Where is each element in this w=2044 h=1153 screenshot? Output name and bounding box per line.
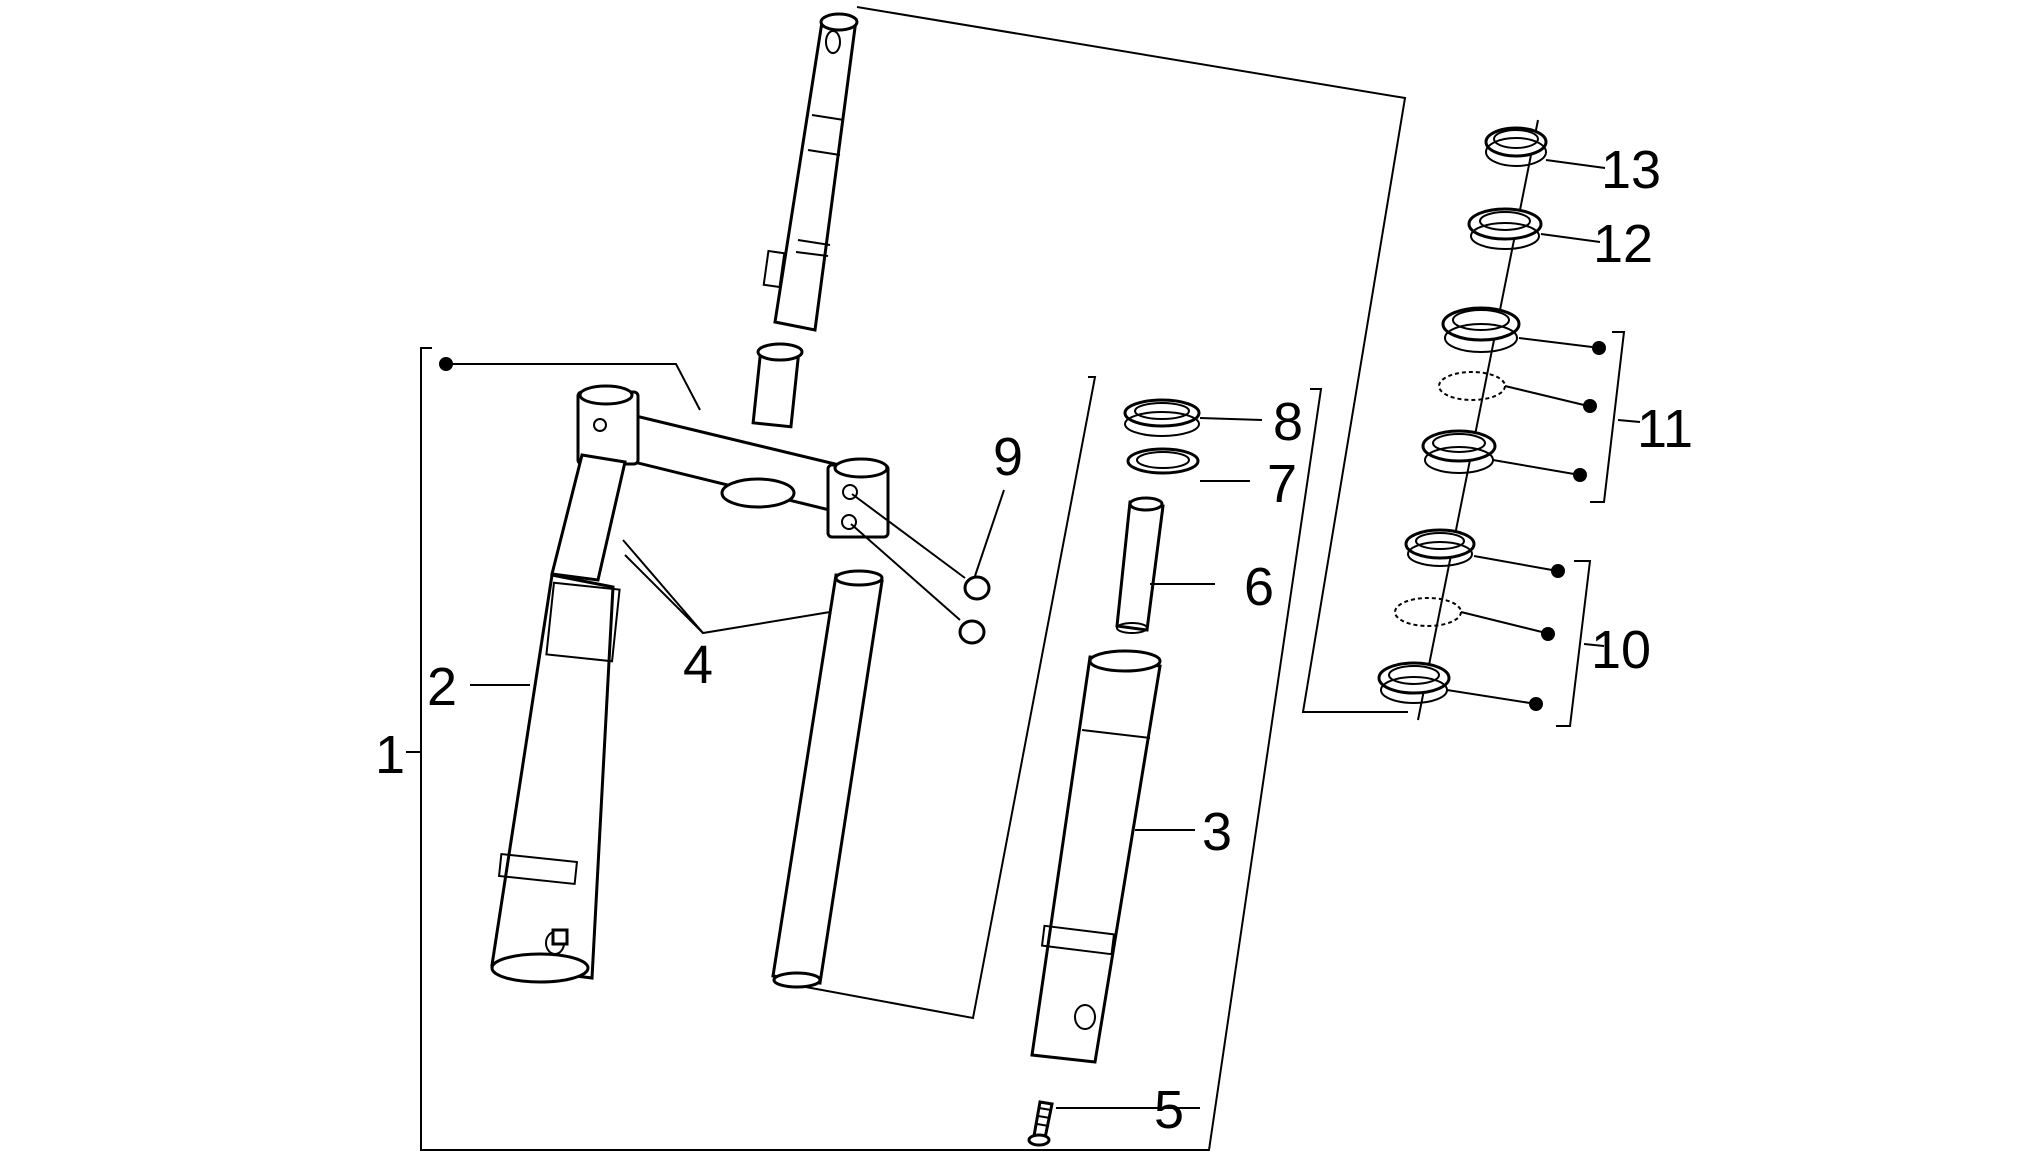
fork-crown [576,342,890,539]
bracket-fork-tube [856,6,1408,713]
bracket-assembly-1 [406,347,1323,1151]
lower-cup [1404,528,1476,567]
bottom-screw [1027,1100,1054,1147]
callout-8: 8 [1273,392,1303,452]
bracket-group-11 [1590,331,1641,503]
spacer-tube [1115,496,1165,634]
callout-12: 12 [1593,214,1653,274]
steering-tube [762,12,859,332]
bracket-group-10 [1556,560,1605,727]
callout-10: 10 [1591,620,1651,680]
clamp-bolt-pair [850,493,991,645]
left-fork-leg [490,453,627,984]
callout-4: 4 [683,635,713,695]
callout-11: 11 [1637,399,1693,459]
bracket-stanchion [794,376,1097,1020]
callout-3: 3 [1202,802,1232,862]
lock-nut [1484,126,1548,167]
inner-fork-tube [771,569,884,989]
right-fork-leg [1030,649,1162,1064]
callout-2: 2 [427,657,457,717]
lower-bearing-cone [1377,661,1451,704]
callout-6: 6 [1244,557,1274,617]
upper-ball-race [1438,371,1506,401]
upper-bearing-cone [1421,429,1497,474]
leader-lines [439,159,1606,1109]
upper-cup [1441,306,1521,353]
lower-ball-race [1394,597,1462,627]
callout-7: 7 [1267,454,1297,514]
callout-9: 9 [993,427,1023,487]
adjusting-ring [1467,207,1543,250]
callout-5: 5 [1154,1080,1184,1140]
callout-labels: 1 2 3 4 5 6 7 8 9 10 11 12 13 [375,140,1693,1140]
callout-13: 13 [1601,140,1661,200]
retaining-ring [1126,447,1200,475]
oil-seal [1123,398,1201,437]
callout-1: 1 [375,725,405,785]
